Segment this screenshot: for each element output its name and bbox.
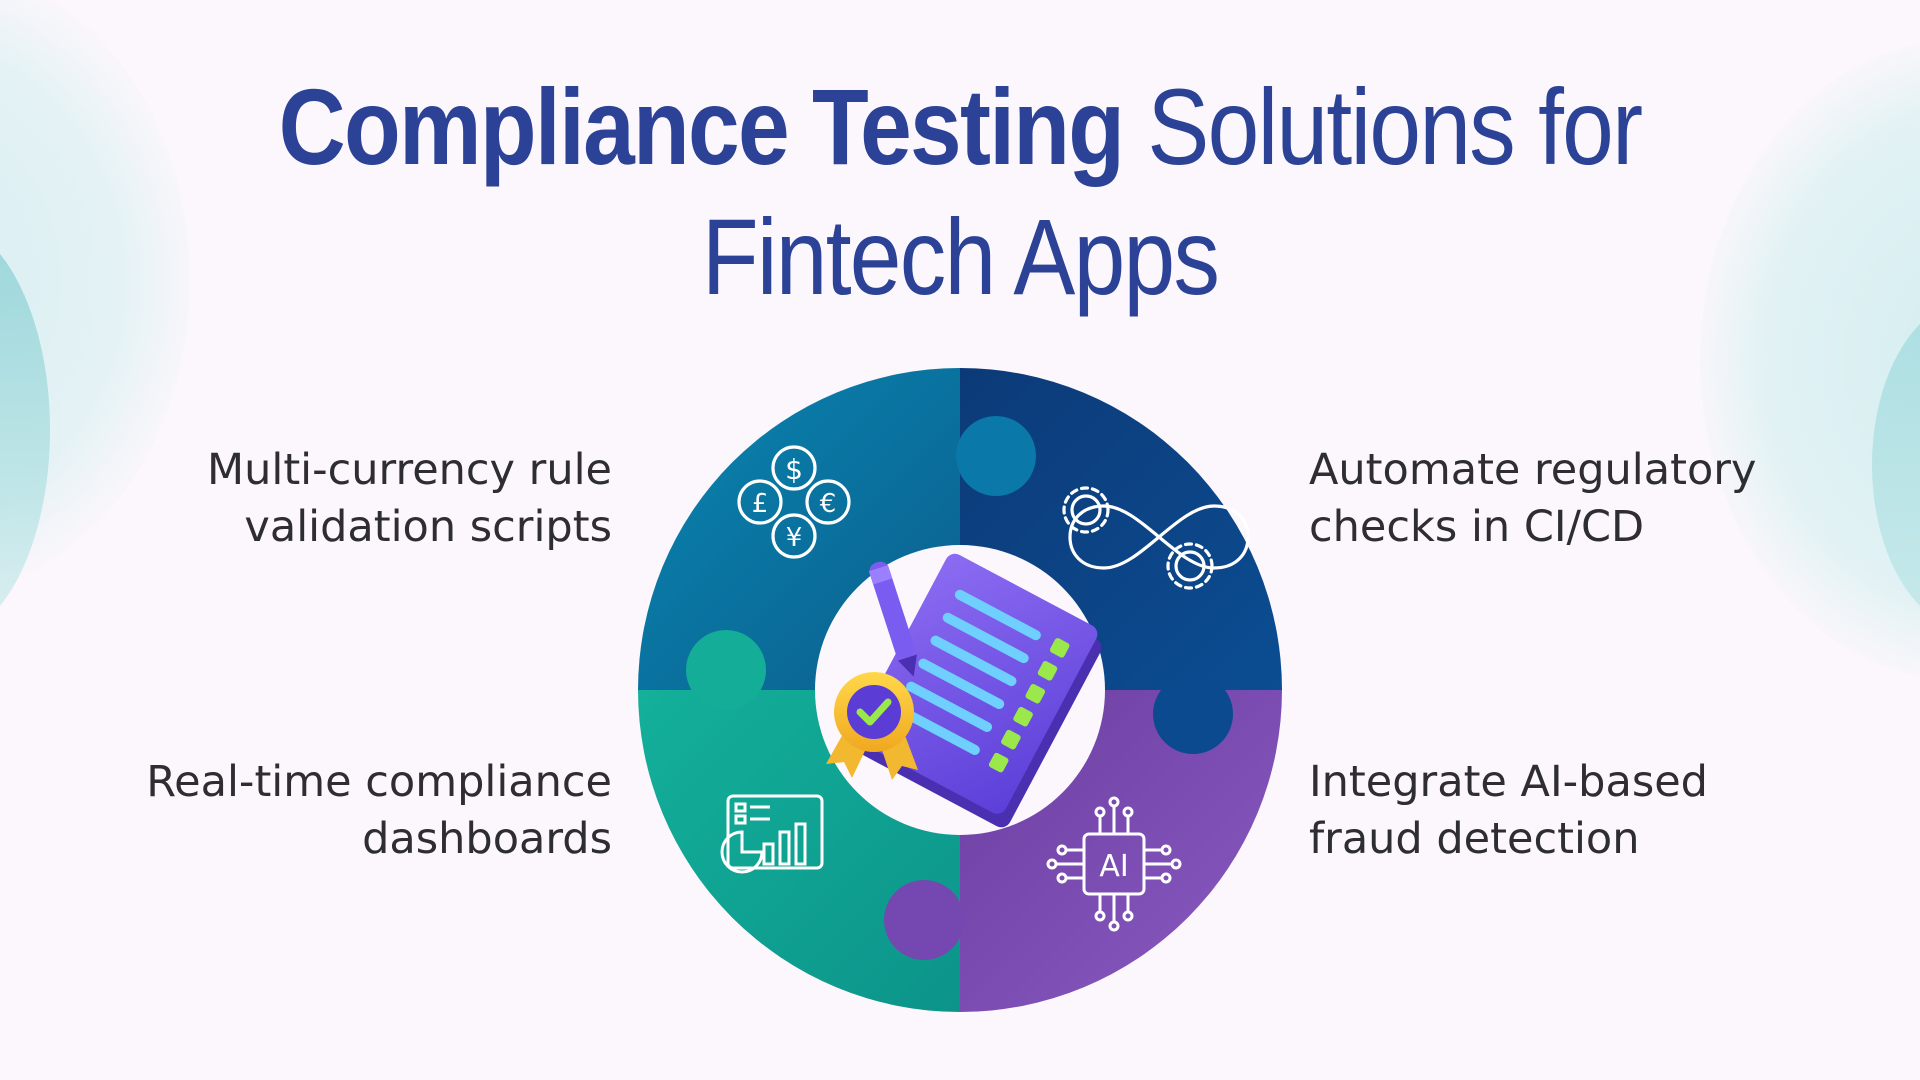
- background-blob-right: [1700, 40, 1920, 680]
- title-light-part: Solutions for: [1123, 66, 1643, 187]
- ai-chip-label: AI: [1099, 849, 1128, 884]
- puzzle-knob-bottom: [884, 880, 964, 960]
- label-automate-checks-line-2: checks in CI/CD: [1309, 502, 1645, 552]
- currency-pound-glyph: £: [752, 489, 769, 519]
- ai-chip-icon: AI: [1046, 796, 1182, 932]
- label-multi-currency-line-2: validation scripts: [244, 502, 612, 552]
- currency-yen-glyph: ¥: [786, 523, 803, 553]
- gear-infinity-icon: [1062, 486, 1250, 590]
- title-line-1: Compliance Testing Solutions for: [272, 62, 1648, 192]
- label-automate-checks-line-1: Automate regulatory: [1309, 445, 1757, 495]
- currency-euro-glyph: €: [820, 489, 837, 519]
- label-multi-currency-line-1: Multi-currency rule: [207, 445, 612, 495]
- label-ai-fraud: Integrate AI-based fraud detection: [1309, 754, 1708, 868]
- label-ai-fraud-line-1: Integrate AI-based: [1309, 757, 1708, 807]
- title-line-2: Fintech Apps: [701, 196, 1220, 317]
- puzzle-knob-right: [1153, 674, 1233, 754]
- label-automate-checks: Automate regulatory checks in CI/CD: [1309, 442, 1756, 556]
- currency-dollar-glyph: $: [785, 453, 803, 486]
- label-realtime-dashboards-line-1: Real-time compliance: [146, 757, 612, 807]
- puzzle-circle-diagram: $ £ € ¥: [630, 360, 1290, 1020]
- title-bold-part: Compliance Testing: [278, 66, 1125, 187]
- dashboard-chart-icon: [720, 794, 824, 874]
- puzzle-knob-top: [956, 416, 1036, 496]
- checklist-document-badge-icon: [826, 553, 1102, 828]
- page-title: Compliance Testing Solutions for Fintech…: [272, 62, 1648, 322]
- label-ai-fraud-line-2: fraud detection: [1309, 814, 1640, 864]
- puzzle-knob-left: [686, 630, 766, 710]
- currency-exchange-icon: $ £ € ¥: [737, 445, 851, 559]
- label-multi-currency: Multi-currency rule validation scripts: [207, 442, 612, 556]
- label-realtime-dashboards: Real-time compliance dashboards: [146, 754, 612, 868]
- label-realtime-dashboards-line-2: dashboards: [362, 814, 612, 864]
